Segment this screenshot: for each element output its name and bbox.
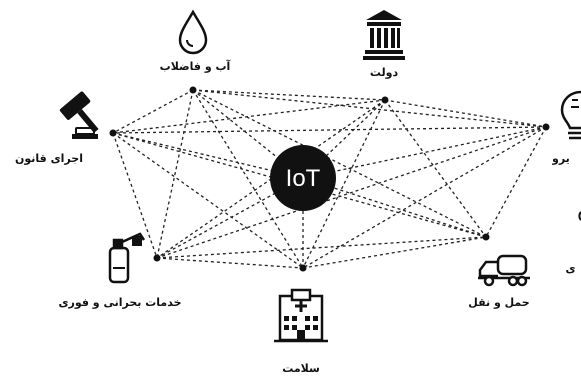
- node-label-health: سلامت: [282, 362, 320, 375]
- node-label-emergency: خدمات بحرانی و فوری: [58, 296, 182, 309]
- connection-health-transport: [302, 236, 487, 269]
- network-nodes: [109, 86, 550, 272]
- connection-transport-hub: [302, 177, 487, 238]
- node-dot-health: [299, 264, 307, 272]
- connection-energy-emergency: [156, 126, 547, 259]
- node-dot-law: [109, 129, 117, 137]
- connection-water-health: [192, 89, 304, 269]
- connection-energy-hub: [302, 126, 547, 179]
- connection-water-gov: [192, 89, 386, 101]
- node-label-energy: ی‍رو: [552, 152, 570, 165]
- iot-hub-label: IoT: [286, 165, 321, 192]
- connection-law-health: [112, 132, 304, 269]
- hospital-icon: [274, 288, 328, 343]
- node-dot-gov: [381, 96, 389, 104]
- connection-water-emergency: [156, 89, 194, 259]
- node-dot-emergency: [153, 254, 161, 262]
- connection-emergency-health: [156, 257, 304, 269]
- connection-energy-law: [112, 126, 547, 134]
- iot-hub: IoT: [270, 145, 336, 211]
- connection-gov-energy: [384, 99, 547, 128]
- node-label-edge-mark: ی: [565, 262, 576, 275]
- node-label-law: اجرای قانون: [15, 152, 83, 165]
- government-building-icon: [363, 10, 405, 60]
- connection-energy-transport: [485, 126, 547, 238]
- node-label-water: آب و فاضلاب: [159, 60, 231, 73]
- node-label-government: دولت: [369, 66, 399, 79]
- connection-emergency-transport: [156, 236, 487, 259]
- node-dot-energy: [542, 123, 550, 131]
- gavel-icon: [59, 91, 99, 139]
- connection-water-transport: [192, 89, 487, 238]
- node-dot-transport: [482, 233, 490, 241]
- connection-gov-transport: [384, 99, 487, 238]
- truck-icon: [478, 254, 530, 287]
- fire-extinguisher-icon: [108, 232, 146, 284]
- node-dot-water: [189, 86, 197, 94]
- water-drop-icon: [178, 9, 208, 55]
- node-label-transport: حمل و نقل: [468, 296, 530, 309]
- connection-gov-law: [112, 99, 386, 134]
- connection-energy-health: [302, 126, 547, 269]
- connection-gov-hub: [302, 99, 386, 179]
- connection-gov-health: [302, 99, 386, 269]
- connection-water-law: [112, 89, 194, 134]
- connection-law-emergency: [112, 132, 158, 259]
- lightbulb-icon: [560, 90, 581, 140]
- connection-water-energy: [192, 89, 547, 128]
